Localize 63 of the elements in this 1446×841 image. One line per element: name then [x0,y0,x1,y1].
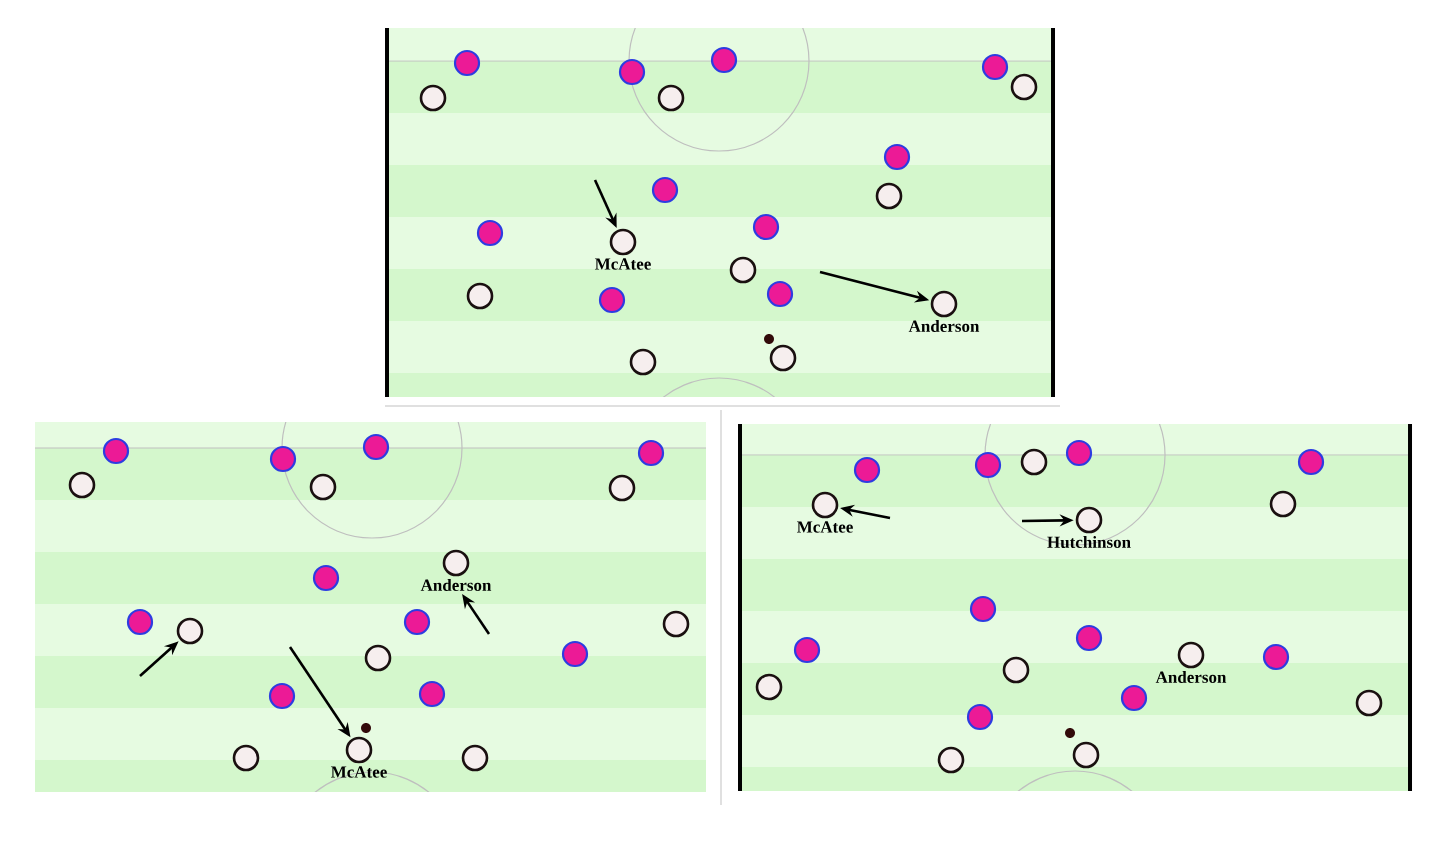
player-marker [1262,643,1290,671]
player-marker [755,673,783,701]
player-marker [608,474,636,502]
pitch-drawing [385,28,1055,397]
player-marker [1002,656,1030,684]
player-marker [966,703,994,731]
player-marker [710,46,738,74]
player-marker [419,84,447,112]
player-marker [662,610,690,638]
player-marker [461,744,489,772]
pitch-drawing [35,422,706,792]
player-name: Anderson [1155,671,1227,683]
player-marker [793,636,821,664]
player-marker [312,564,340,592]
player-marker [309,473,337,501]
player-marker [1120,684,1148,712]
player-marker [466,282,494,310]
player-marker [1269,490,1297,518]
player-marker [752,213,780,241]
player-name: Hutchinson [1047,536,1131,548]
player-name: Anderson [420,579,492,591]
player-marker [126,608,154,636]
player-name: McAtee [331,766,387,778]
player-marker [937,746,965,774]
player-marker [476,219,504,247]
player-name: Anderson [908,320,980,332]
player-marker [729,256,757,284]
player-marker [453,49,481,77]
player-marker [1020,448,1048,476]
player-marker [364,644,392,672]
player-marker [618,58,646,86]
pitch-drawing [738,424,1412,791]
player-marker [1297,448,1325,476]
player-marker [1355,689,1383,717]
player-marker [769,344,797,372]
player-marker [561,640,589,668]
player-marker [176,617,204,645]
player-name: McAtee [595,258,651,270]
player-marker [102,437,130,465]
player-marker [981,53,1009,81]
player-marker [629,348,657,376]
player-marker [232,744,260,772]
player-marker [651,176,679,204]
player-marker [269,445,297,473]
player-marker [1075,624,1103,652]
player-marker [1072,741,1100,769]
player-marker [68,471,96,499]
player-marker [637,439,665,467]
player-name: McAtee [797,521,853,533]
player-marker [853,456,881,484]
player-marker [875,182,903,210]
player-marker [974,451,1002,479]
player-marker [883,143,911,171]
player-marker [418,680,446,708]
player-marker [268,682,296,710]
player-marker [1065,439,1093,467]
player-marker [598,286,626,314]
player-marker [657,84,685,112]
player-marker [362,433,390,461]
player-marker [766,280,794,308]
player-marker [1010,73,1038,101]
player-marker [969,595,997,623]
player-marker [403,608,431,636]
